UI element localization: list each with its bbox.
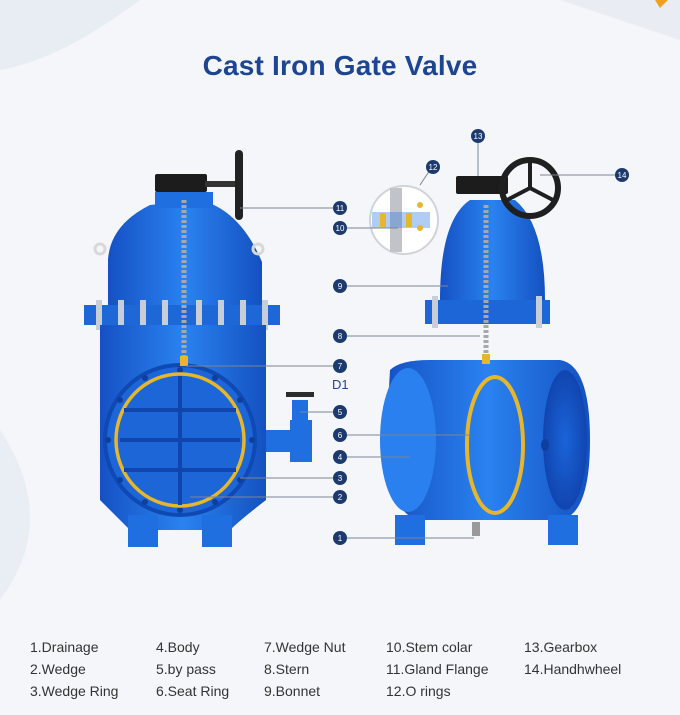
end-flange-bolt-holes xyxy=(105,367,255,513)
callout-11: 11 xyxy=(333,201,347,215)
callout-1: 1 xyxy=(333,531,347,545)
callout-14: 14 xyxy=(615,168,629,182)
foot-right-b xyxy=(548,515,578,545)
svg-text:9: 9 xyxy=(338,282,343,291)
bypass-bonnet xyxy=(292,400,308,422)
legend-column-3: 7.Wedge Nut 8.Stern 9.Bonnet xyxy=(264,636,345,702)
foot-right-a xyxy=(395,515,425,545)
gearbox xyxy=(155,174,207,192)
legend-item: 3.Wedge Ring xyxy=(30,683,119,699)
legend-column-5: 13.Gearbox 14.Handhwheel xyxy=(524,636,621,680)
svg-text:14: 14 xyxy=(618,171,627,180)
bypass-handwheel xyxy=(286,392,314,397)
legend-item: 4.Body xyxy=(156,639,200,655)
callout-8: 8 xyxy=(333,329,347,343)
handwheel-spokes xyxy=(506,162,554,202)
drain-hole xyxy=(541,439,549,451)
flange-bolts xyxy=(96,300,268,330)
callout-2: 2 xyxy=(333,490,347,504)
svg-text:12: 12 xyxy=(429,163,438,172)
svg-text:11: 11 xyxy=(336,204,345,213)
legend-item: 5.by pass xyxy=(156,661,216,677)
page-title: Cast Iron Gate Valve xyxy=(202,50,478,81)
right-foot xyxy=(202,515,232,547)
handwheel xyxy=(235,150,243,220)
right-valve-side-view xyxy=(380,157,590,545)
legend-item: 10.Stem colar xyxy=(386,639,473,655)
svg-text:5: 5 xyxy=(338,408,343,417)
seat-ring xyxy=(465,375,525,515)
outlet-bore xyxy=(543,370,587,510)
legend-item: 1.Drainage xyxy=(30,639,99,655)
callout-13: 13 xyxy=(471,129,485,143)
legend-column-2: 4.Body 5.by pass 6.Seat Ring xyxy=(156,636,229,702)
flange-bolts-right xyxy=(432,296,542,328)
svg-text:8: 8 xyxy=(338,332,343,341)
svg-text:4: 4 xyxy=(338,453,343,462)
lifting-eye-right xyxy=(251,242,265,256)
legend-item: 7.Wedge Nut xyxy=(264,639,346,655)
callout-4: 4 xyxy=(333,450,347,464)
legend-column-4: 10.Stem colar 11.Gland Flange 12.O rings xyxy=(386,636,488,702)
legend-item: 13.Gearbox xyxy=(524,639,598,655)
legend-column-1: 1.Drainage 2.Wedge 3.Wedge Ring xyxy=(30,636,118,702)
svg-text:13: 13 xyxy=(474,132,483,141)
svg-text:7: 7 xyxy=(338,362,343,371)
callouts: 11 10 12 9 8 7 5 6 4 3 2 1 13 14 xyxy=(333,129,629,545)
lifting-eye-left xyxy=(93,242,107,256)
svg-text:2: 2 xyxy=(338,493,343,502)
svg-text:1: 1 xyxy=(338,534,343,543)
legend-item: 12.O rings xyxy=(386,683,451,699)
wedge-ring xyxy=(114,372,246,508)
gearbox-right xyxy=(456,176,508,194)
callout-10: 10 xyxy=(333,221,347,235)
o-ring-detail-inset xyxy=(369,185,439,255)
gearbox-shaft xyxy=(205,181,239,187)
bonnet-right xyxy=(440,200,545,300)
callout-7: 7 xyxy=(333,359,347,373)
bypass-valve xyxy=(266,420,312,462)
callout-9: 9 xyxy=(333,279,347,293)
handwheel-right xyxy=(499,157,561,219)
left-valve-front-view xyxy=(84,150,314,547)
legend-item: 8.Stern xyxy=(264,661,310,677)
wedge xyxy=(120,376,240,505)
body-right xyxy=(386,360,590,520)
legend-item: 6.Seat Ring xyxy=(156,683,230,699)
svg-text:10: 10 xyxy=(336,224,345,233)
callout-6: 6 xyxy=(333,428,347,442)
svg-text:6: 6 xyxy=(338,431,343,440)
callout-5: 5 xyxy=(333,405,347,419)
wedge-nut-right xyxy=(482,354,490,364)
legend-item: 9.Bonnet xyxy=(264,683,321,699)
wedge-nut xyxy=(180,356,188,366)
left-foot xyxy=(128,515,158,547)
callout-12: 12 xyxy=(426,160,440,174)
svg-text:3: 3 xyxy=(338,474,343,483)
legend-item: 2.Wedge xyxy=(30,661,86,677)
d1-label: D1 xyxy=(332,377,349,392)
legend-item: 14.Handhwheel xyxy=(524,661,622,677)
leader-lines xyxy=(186,143,615,539)
callout-3: 3 xyxy=(333,471,347,485)
legend-item: 11.Gland Flange xyxy=(386,661,489,677)
drainage-plug xyxy=(472,522,480,536)
inlet-flange xyxy=(380,368,436,512)
